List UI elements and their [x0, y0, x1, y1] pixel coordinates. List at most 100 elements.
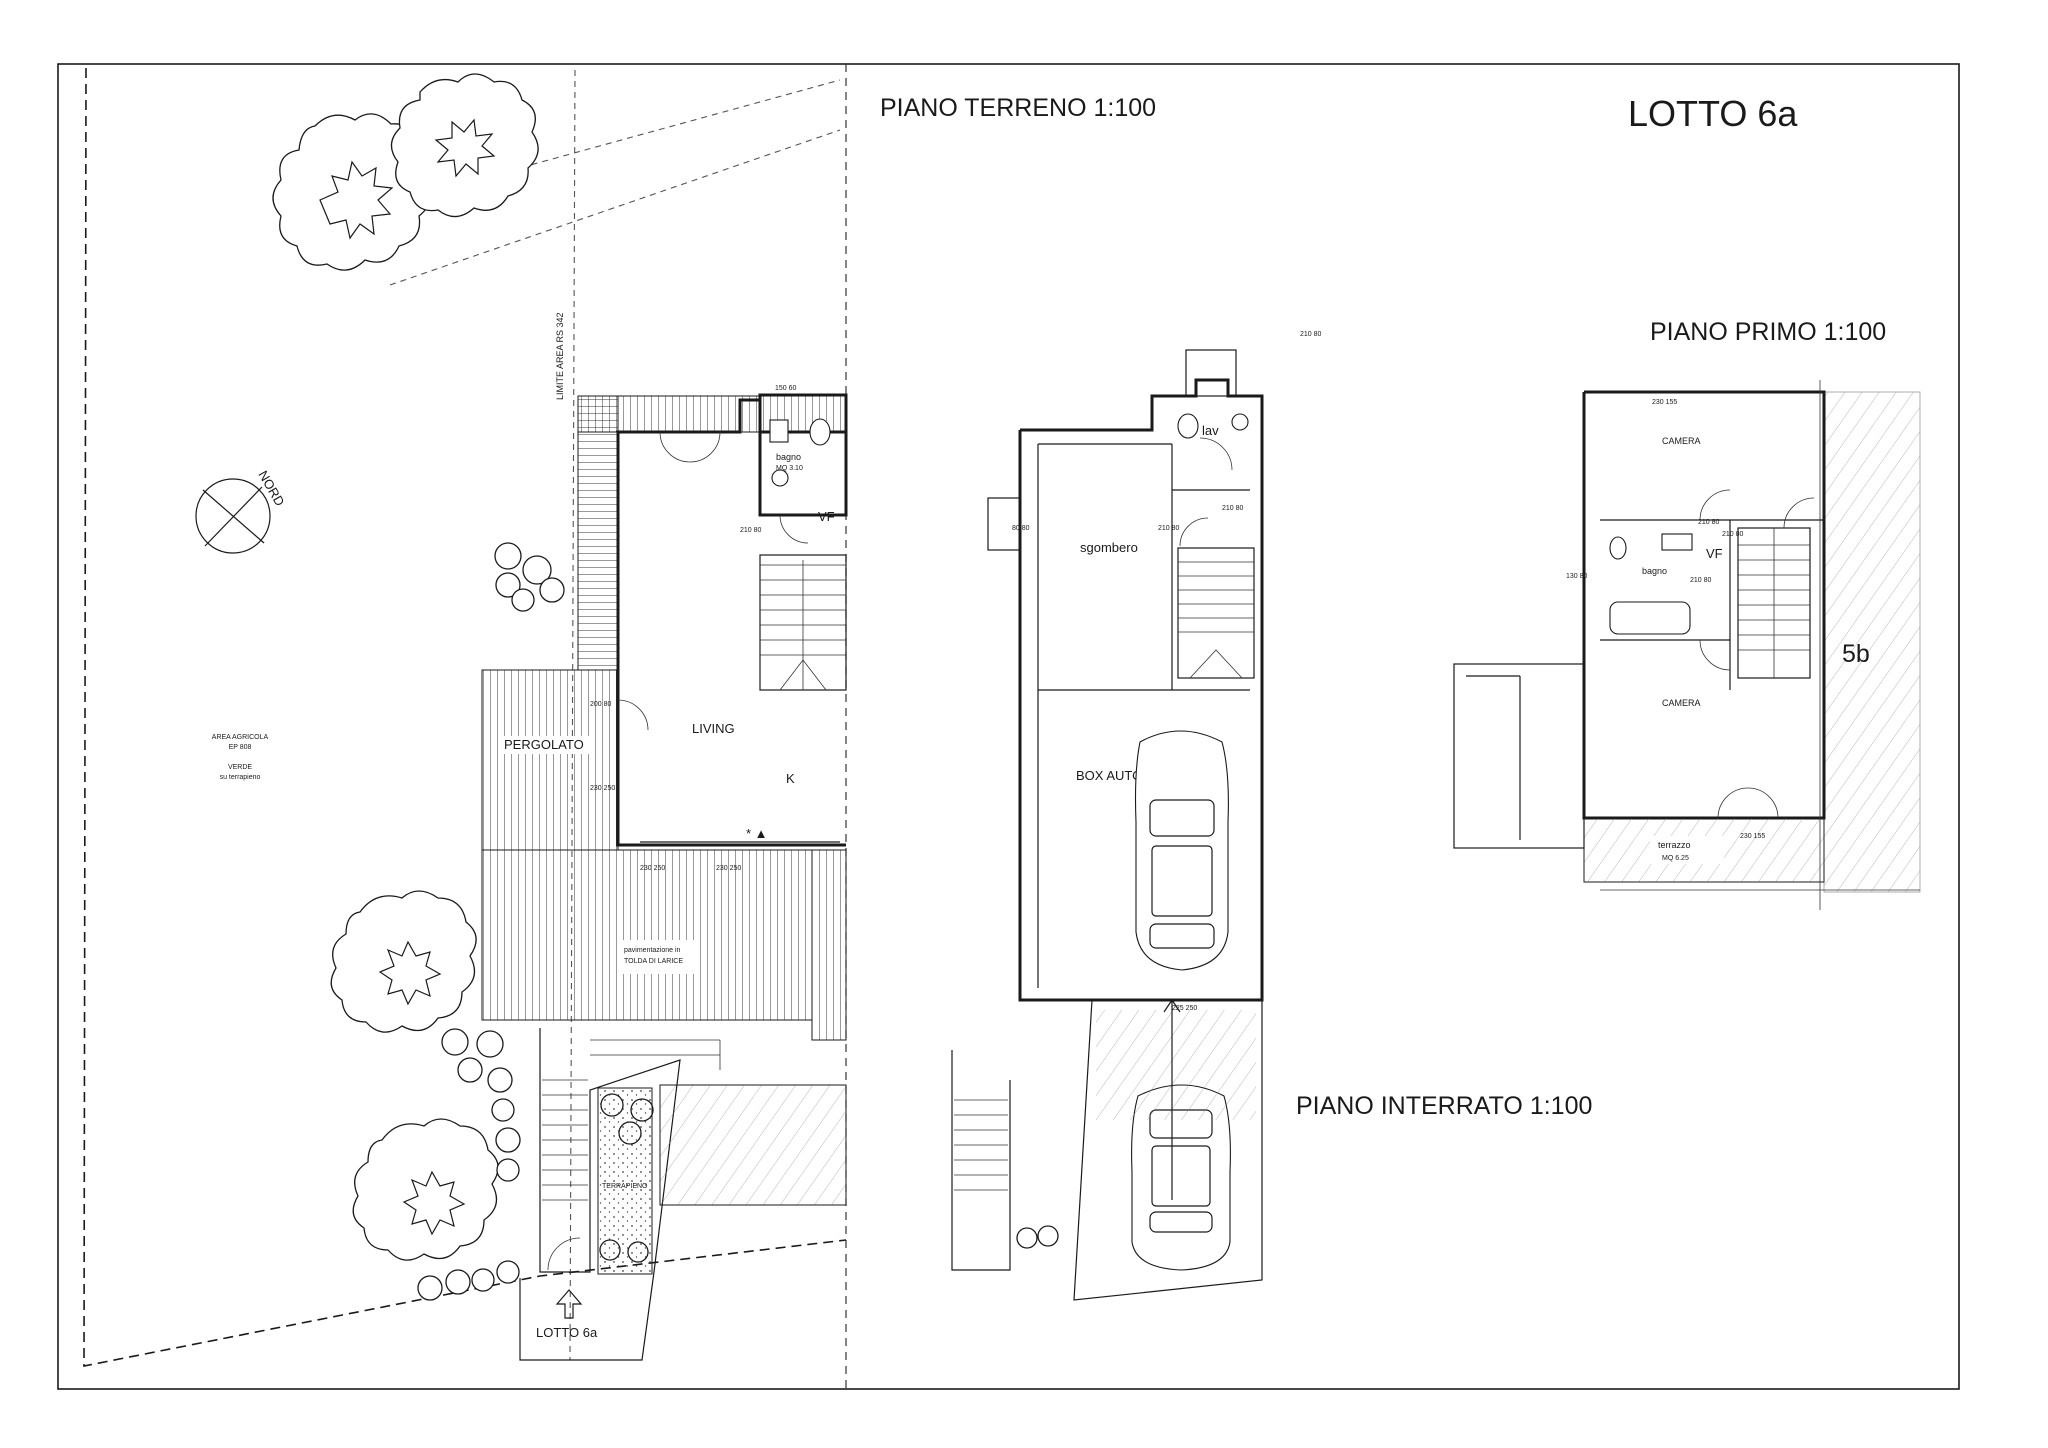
dim-label: 80 80: [1012, 525, 1030, 532]
embankment-label: TERRAPIENO: [602, 1183, 648, 1190]
deck-north: [577, 395, 847, 433]
dim-label: 230 250: [590, 785, 615, 792]
basement-stair-outline: [951, 1050, 1011, 1271]
bedroom-label: CAMERA: [1662, 698, 1701, 708]
door-swing: [1199, 437, 1233, 471]
plot-boundary: [83, 67, 847, 1367]
lav-label: lav: [1202, 423, 1219, 438]
door-swing: [1783, 497, 1815, 529]
door-swing: [1699, 489, 1731, 521]
dim-label: 210 80: [1158, 525, 1180, 532]
paving-label-2: TOLDA DI LARICE: [624, 958, 683, 965]
pergola: [481, 669, 619, 851]
light-well: [987, 497, 1021, 551]
ground-floor-plan: LOTTO 6a LIVING K bagno MQ 3.10 VF PERGO…: [481, 385, 848, 1361]
paving-area: [481, 849, 813, 1021]
agri-area-line-1: AREA AGRICOLA: [212, 734, 269, 741]
terrace-area: MQ 6.25: [1662, 855, 1689, 862]
dim-label: 150 60: [775, 385, 797, 392]
wc-fixture: [1177, 413, 1199, 439]
tree-icon: [330, 890, 477, 1033]
car-icon: [1134, 730, 1229, 971]
door-swing: [1699, 639, 1731, 671]
dim-label: 210 80: [1698, 519, 1720, 526]
sink-fixture: [771, 469, 789, 487]
bedroom-label: CAMERA: [1662, 436, 1701, 446]
sheet-border: [57, 63, 1960, 1390]
storage-label: sgombero: [1080, 540, 1138, 555]
first-floor-plan: CAMERA CAMERA bagno VF terrazzo MQ 6.25 …: [1453, 380, 1921, 910]
light-well: [1185, 349, 1237, 397]
vf-label: VF: [1706, 546, 1723, 561]
neighbour-label: 5b: [1842, 640, 1870, 668]
paving-label-box: [620, 940, 700, 974]
dim-label: 230 155: [1652, 399, 1677, 406]
dim-label: 230 250: [716, 865, 741, 872]
dim-label: 130 80: [1566, 573, 1588, 580]
ramp-outline: [1073, 999, 1263, 1301]
kitchen-label: K: [786, 771, 795, 786]
first-plan-title: PIANO PRIMO 1:100: [1650, 318, 1886, 346]
bath-label: bagno: [1642, 566, 1667, 576]
dim-label: 230 250: [640, 865, 665, 872]
deck-east-strip: [811, 849, 847, 1041]
bathtub: [1609, 601, 1691, 635]
basement-stairs: [1177, 547, 1255, 679]
driveway: [659, 1084, 847, 1206]
tree-icon: [352, 1118, 499, 1261]
entry-walls: [519, 1028, 681, 1361]
basement-stair-treads: [1178, 561, 1254, 679]
wc-fixture: [809, 418, 831, 446]
pergola-label-box: [502, 736, 592, 754]
agri-area-line-4: su terrapieno: [220, 774, 261, 781]
boundary-label: LIMITE AREA RS 342: [555, 312, 565, 400]
door-swing: [689, 431, 721, 463]
bath-box: [758, 393, 848, 517]
sink-fixture: [1661, 533, 1693, 551]
dim-label: 210 80: [740, 527, 762, 534]
bath-label: bagno: [776, 452, 801, 462]
lot-title: LOTTO 6a: [1628, 93, 1798, 134]
wc-fixture: [1609, 536, 1627, 560]
living-label: LIVING: [692, 721, 735, 736]
dim-label: 210 80: [1690, 577, 1712, 584]
door-swing: [1747, 787, 1779, 819]
ramp-arrow-icon: [1163, 998, 1181, 1200]
vf-label: VF: [818, 509, 835, 524]
terrace-label-box: [1650, 836, 1724, 864]
agri-area-line-3: VERDE: [228, 764, 252, 771]
embankment: [597, 1087, 653, 1275]
ground-plan-title: PIANO TERRENO 1:100: [880, 94, 1156, 122]
pergola-outline: [1453, 663, 1585, 849]
dim-label: 200 80: [590, 701, 612, 708]
basement-entry-stairs: [954, 1099, 1008, 1191]
deck-west: [577, 395, 619, 671]
wc-fixture: [769, 419, 789, 443]
tree-icon: [390, 73, 539, 218]
stair-arrow-icon: * ▲: [746, 826, 768, 841]
door-swing: [1717, 787, 1749, 819]
door-swing: [779, 514, 809, 544]
shrub-icon: [417, 542, 1059, 1301]
stair-treads: [760, 560, 846, 691]
bath-area: MQ 3.10: [776, 465, 803, 472]
house-walls: [616, 398, 846, 847]
north-arrow: [195, 478, 271, 554]
tree-icon: [272, 113, 432, 271]
entrance-label: LOTTO 6a: [536, 1325, 598, 1340]
boiler-icon: [1231, 413, 1249, 431]
basement-walls: [1018, 378, 1264, 1002]
dim-label: 210 80: [1722, 531, 1744, 538]
paving-label-1: pavimentazione in: [624, 947, 681, 954]
dim-label: 230 155: [1740, 833, 1765, 840]
neighbour-unit: [1823, 391, 1921, 893]
garage-label: BOX AUTO: [1076, 768, 1142, 783]
door-swing: [1179, 517, 1209, 547]
basement-plan-title: PIANO INTERRATO 1:100: [1296, 1092, 1592, 1120]
dim-label: 225 250: [1172, 1005, 1197, 1012]
pergola-label: PERGOLATO: [504, 737, 584, 752]
agri-area-line-2: EP 808: [229, 744, 252, 751]
door-swing: [617, 699, 649, 731]
first-floor-stair-treads: [1738, 528, 1810, 678]
